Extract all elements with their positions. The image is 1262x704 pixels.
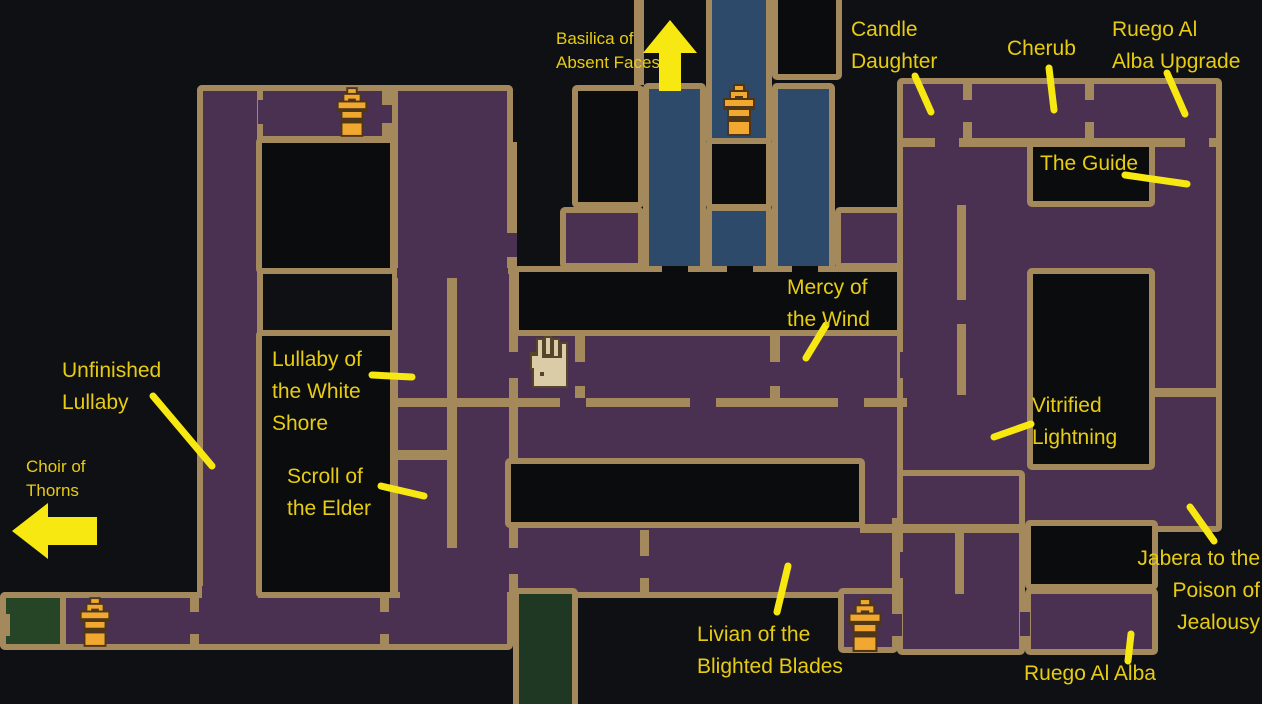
map-door <box>1085 100 1094 122</box>
prie-dieu-shrine-icon <box>842 598 888 652</box>
prie-dieu-shrine-icon <box>74 596 116 648</box>
map-door <box>507 233 517 257</box>
label-scroll-of-the-elder: Scroll of the Elder <box>287 465 372 520</box>
map-wall <box>392 398 907 407</box>
map-room-blue-center-low <box>706 205 772 273</box>
map-room-left-corridor <box>197 85 263 603</box>
map-wall <box>955 528 964 594</box>
map-wall <box>509 268 518 598</box>
map-door <box>727 266 753 274</box>
map-door <box>382 105 392 123</box>
label-choir-of-thorns: Choir of Thorns <box>26 457 86 500</box>
map-room-black-bluegap <box>706 138 772 210</box>
map-door <box>509 352 518 378</box>
map-wall <box>507 142 517 272</box>
label-unfinished-lullaby: Unfinished Lullaby <box>62 359 162 414</box>
map-room-blue-left <box>643 83 706 273</box>
map-wall <box>860 524 1025 533</box>
prie-dieu-shrine-icon <box>717 84 761 136</box>
map-door <box>963 100 972 122</box>
label-jabera-poison-jealousy: Jabera to the Poison of Jealousy <box>1137 547 1260 634</box>
map-wall <box>634 0 644 85</box>
map-room-black-topleft <box>256 137 396 274</box>
label-candle-daughter: Candle Daughter <box>851 18 938 73</box>
map-door <box>690 398 716 407</box>
map-room-blue-right <box>772 83 835 273</box>
map-door <box>935 138 959 147</box>
map-room-black-topcenter <box>772 0 842 80</box>
map-door <box>900 352 909 378</box>
map-door <box>792 266 818 274</box>
map-room-green-left <box>0 592 66 650</box>
map-door <box>560 398 586 407</box>
map-door <box>575 362 585 386</box>
map-room-center-long <box>505 458 865 528</box>
label-ruego-al-alba-upgrade: Ruego Al Alba Upgrade <box>1112 18 1241 73</box>
map-room-mercy <box>513 266 903 336</box>
map-door <box>190 612 199 634</box>
map-wall <box>1155 388 1222 397</box>
map-door <box>509 548 518 574</box>
left-block-arrow <box>12 503 97 559</box>
map-door <box>258 100 268 124</box>
map-wall <box>398 450 453 460</box>
map-wall <box>447 268 457 548</box>
prie-dieu-shrine-icon <box>331 86 373 138</box>
label-basilica-of-absent-faces: Basilica of Absent Faces <box>556 29 660 72</box>
map-room-vitrified <box>1027 268 1155 470</box>
map-door <box>1185 138 1209 147</box>
map-room-jabera <box>1025 520 1158 590</box>
map-door <box>1020 612 1030 636</box>
map-door-notch <box>0 614 10 636</box>
label-mercy-of-the-wind: Mercy of the Wind <box>787 276 870 331</box>
map-door <box>380 612 389 634</box>
map-door <box>662 266 688 274</box>
map-seam <box>202 586 258 604</box>
map-wall <box>892 518 902 594</box>
label-livian-blighted-blades: Livian of the Blighted Blades <box>697 623 843 678</box>
map-seam <box>397 268 508 278</box>
map-door <box>838 398 864 407</box>
map-door <box>892 614 902 636</box>
map-door <box>900 552 909 578</box>
map-seam <box>400 586 507 604</box>
label-vitrified-lightning: Vitrified Lightning <box>1032 394 1118 449</box>
label-the-guide: The Guide <box>1040 152 1139 175</box>
label-ruego-al-alba: Ruego Al Alba <box>1024 662 1156 685</box>
map-door <box>957 300 966 324</box>
map-door <box>770 362 780 386</box>
label-lullaby-white-shore: Lullaby of the White Shore <box>272 348 362 435</box>
map-door <box>640 556 649 578</box>
map-room-black-midtop <box>572 85 644 208</box>
map-room-green-center <box>513 588 578 704</box>
hand-icon <box>523 334 577 392</box>
label-cherub: Cherub <box>1007 37 1076 60</box>
map-room-left-of-blue <box>560 207 644 269</box>
